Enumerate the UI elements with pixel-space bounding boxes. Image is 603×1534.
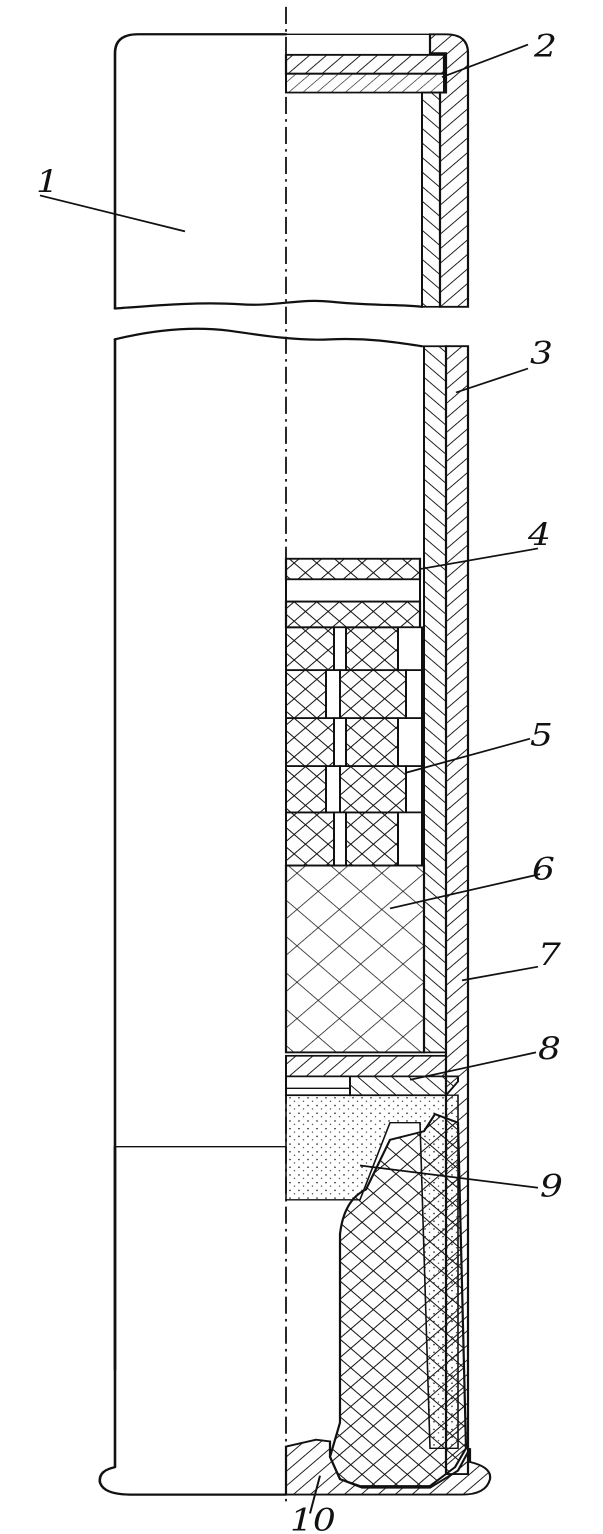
pellet-stack: [285, 626, 423, 867]
base-cup: [284, 1438, 492, 1496]
wad-8: [285, 1054, 447, 1078]
callout-7: 7: [538, 936, 562, 972]
callout-1: 1: [36, 163, 59, 199]
callout-2: 2: [533, 28, 557, 64]
wad-4-card: [285, 578, 421, 603]
callout-9: 9: [540, 1168, 563, 1204]
liner-top: [421, 91, 441, 308]
callout-8: 8: [538, 1031, 561, 1067]
callout-4: 4: [527, 517, 551, 553]
hull-wall-top: [428, 33, 470, 308]
lower-segment: [98, 327, 492, 1496]
wad-4-lower: [284, 600, 422, 629]
wad-4: [284, 557, 422, 581]
leader-lines: [39, 43, 541, 1514]
upper-segment: [113, 33, 470, 310]
callout-6: 6: [532, 851, 555, 887]
primer-assembly: [328, 1112, 468, 1487]
callout-5: 5: [530, 717, 553, 753]
top-wad-card: [285, 72, 445, 94]
liner: [423, 345, 447, 1054]
callout-10: 10: [290, 1502, 336, 1534]
powder-charge: [284, 864, 426, 1054]
top-wad: [284, 53, 446, 75]
callout-3: 3: [530, 335, 553, 371]
